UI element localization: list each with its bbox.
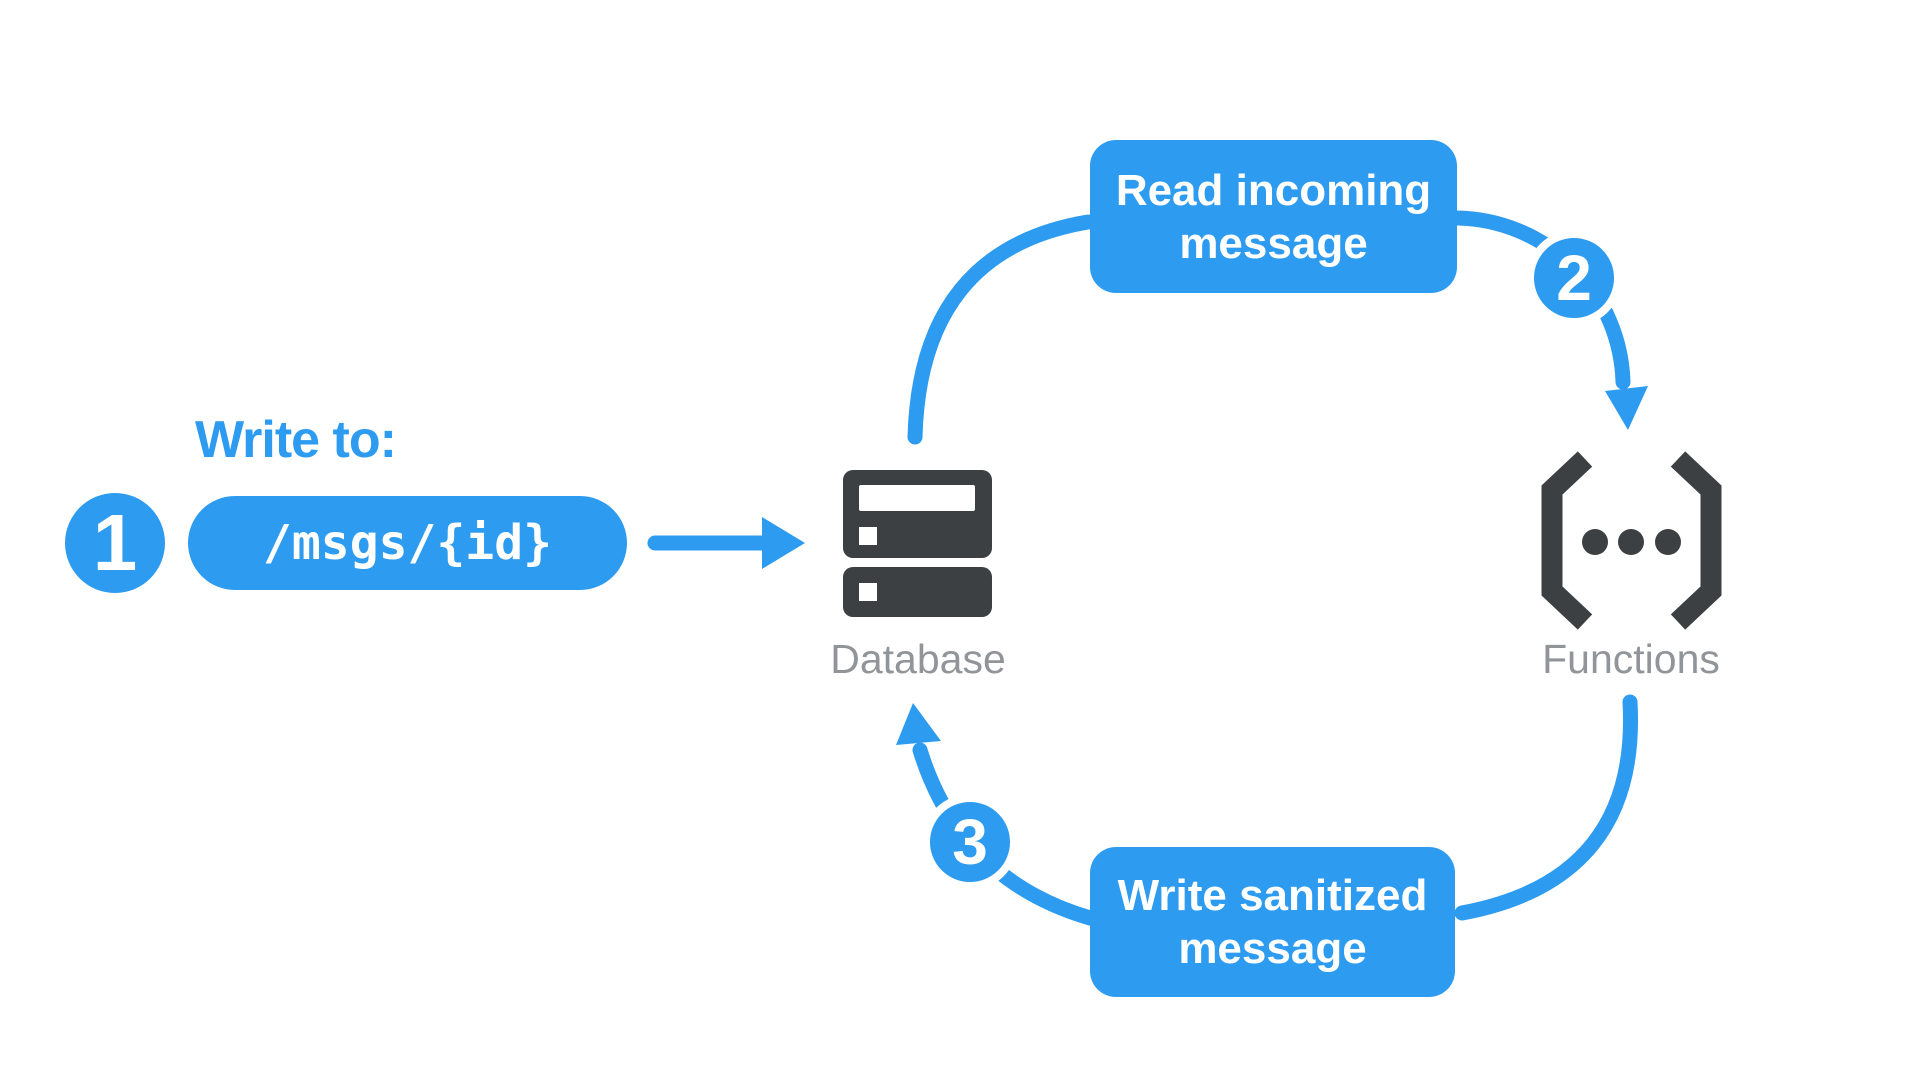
- step-badge-1: 1: [65, 493, 165, 593]
- step-badge-2: 2: [1526, 230, 1622, 326]
- database-icon: [843, 470, 992, 617]
- arc-database-to-read: [907, 214, 1096, 445]
- functions-label: Functions: [1542, 636, 1720, 682]
- functions-icon: [1541, 451, 1722, 630]
- write-arrow: [647, 517, 805, 569]
- message-path-pill: /msgs/{id}: [188, 496, 627, 590]
- step-badge-3: 3: [922, 794, 1018, 890]
- write-sanitized-message-box: Write sanitized message: [1090, 847, 1455, 997]
- database-label: Database: [830, 636, 1006, 682]
- arc-functions-to-write: [1454, 694, 1639, 921]
- write-to-label: Write to:: [195, 411, 397, 469]
- read-incoming-message-box: Read incoming message: [1090, 140, 1457, 293]
